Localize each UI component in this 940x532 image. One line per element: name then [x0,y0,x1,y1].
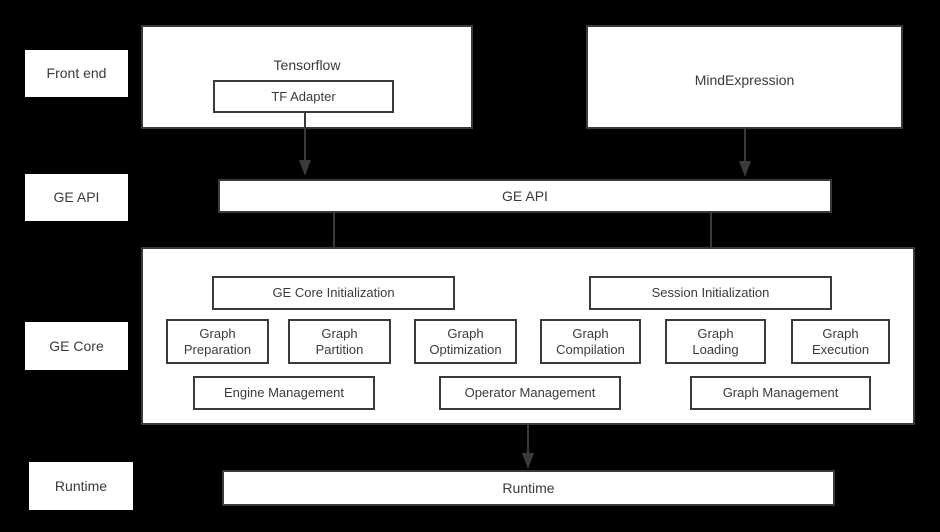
layer-label-ge-api: GE API [25,174,128,221]
module-graph-compilation: Graph Compilation [540,319,641,364]
runtime-bar-label: Runtime [502,479,555,496]
layer-label-runtime: Runtime [29,462,133,510]
module-graph-preparation-label: Graph Preparation [183,326,252,357]
manager-operator-management: Operator Management [439,376,621,410]
module-graph-optimization: Graph Optimization [414,319,517,364]
tf-adapter-box: TF Adapter [213,80,394,113]
module-graph-loading-label: Graph Loading [692,326,739,357]
module-graph-execution: Graph Execution [791,319,890,364]
tensorflow-title: Tensorflow [273,57,341,73]
session-initialization-label: Session Initialization [651,285,770,301]
layer-label-ge-api-text: GE API [53,189,100,206]
ge-api-bar-label: GE API [502,187,548,204]
arrow-ge-core-to-runtime [519,425,537,471]
module-graph-partition: Graph Partition [288,319,391,364]
module-graph-partition-label: Graph Partition [315,326,364,357]
ge-api-bar: GE API [218,179,832,213]
layer-label-ge-core: GE Core [25,322,128,370]
runtime-bar: Runtime [222,470,835,506]
layer-label-runtime-text: Runtime [54,477,108,494]
tf-adapter-label: TF Adapter [271,88,336,104]
module-graph-execution-label: Graph Execution [811,326,870,357]
layer-label-front-end: Front end [25,50,128,97]
frontend-mindexpression-container: MindExpression [586,25,903,129]
ge-core-initialization-box: GE Core Initialization [212,276,455,310]
module-graph-compilation-label: Graph Compilation [556,326,625,357]
module-graph-optimization-label: Graph Optimization [429,326,502,357]
arrow-tf-adapter-to-ge-api [296,112,314,178]
manager-graph-management: Graph Management [690,376,871,410]
layer-label-front-end-text: Front end [46,65,107,82]
module-graph-loading: Graph Loading [665,319,766,364]
arrow-mindexpression-to-ge-api [736,129,754,179]
mindexpression-title: MindExpression [694,72,795,88]
manager-engine-management-label: Engine Management [224,385,344,401]
ge-core-initialization-label: GE Core Initialization [272,285,395,301]
manager-operator-management-label: Operator Management [464,385,596,401]
manager-engine-management: Engine Management [193,376,375,410]
module-graph-preparation: Graph Preparation [166,319,269,364]
layer-label-ge-core-text: GE Core [49,337,104,354]
session-initialization-box: Session Initialization [589,276,832,310]
manager-graph-management-label: Graph Management [722,385,839,401]
